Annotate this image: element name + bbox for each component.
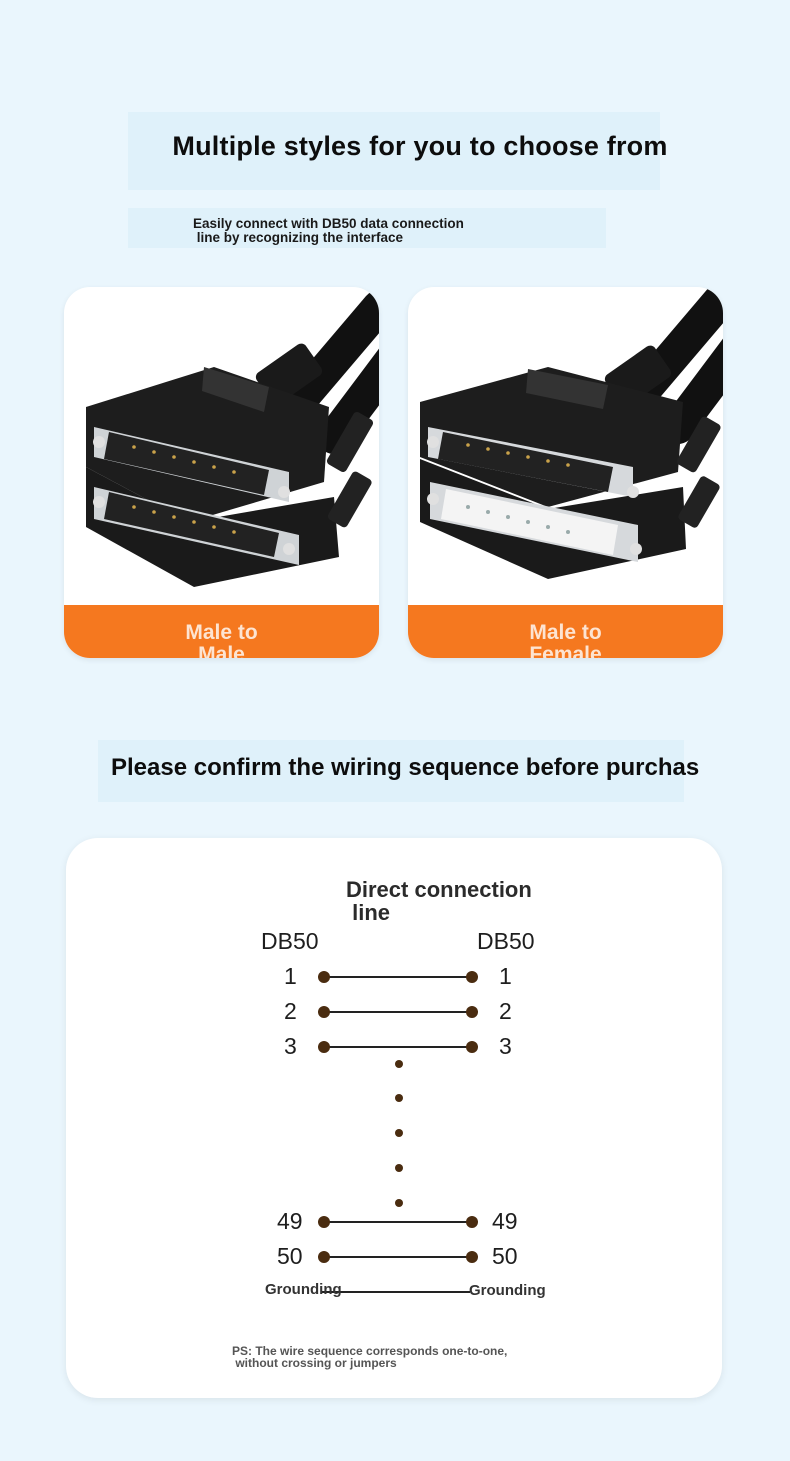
diagram-title: Direct connection line xyxy=(346,877,532,925)
card-label: Male to Male xyxy=(185,621,258,659)
page-subtitle: Easily connect with DB50 data connection… xyxy=(193,216,464,245)
left-pin-1: 1 xyxy=(284,963,297,989)
wiring-heading-band xyxy=(98,740,684,802)
wiring-note: PS: The wire sequence corresponds one-to… xyxy=(232,1344,508,1370)
wiring-heading: Please confirm the wiring sequence befor… xyxy=(111,754,700,781)
grounding-left-label: Grounding xyxy=(265,1281,342,1298)
right-pin-2: 2 xyxy=(499,998,512,1024)
page-title: Multiple styles for you to choose from xyxy=(172,131,668,161)
right-pin-49: 49 xyxy=(492,1208,518,1234)
subtitle-band xyxy=(128,208,606,248)
left-connector-label: DB50 xyxy=(261,928,319,954)
left-pin-49: 49 xyxy=(277,1208,303,1234)
right-pin-50: 50 xyxy=(492,1243,518,1269)
right-pin-1: 1 xyxy=(499,963,512,989)
left-pin-50: 50 xyxy=(277,1243,303,1269)
db50-male-to-male-image xyxy=(86,290,379,587)
right-connector-label: DB50 xyxy=(477,928,535,954)
product-card-male-to-female[interactable]: Male to Female xyxy=(408,287,723,658)
db50-male-to-female-image xyxy=(420,287,723,579)
wire-lines xyxy=(318,971,478,1293)
wiring-diagram: Direct connection line DB50 DB50 1 2 3 4… xyxy=(66,838,722,1398)
card-label-bar xyxy=(64,605,379,658)
right-pin-3: 3 xyxy=(499,1033,512,1059)
title-band xyxy=(128,112,660,190)
product-card-male-to-male[interactable]: Male to Male xyxy=(64,287,379,658)
card-label-bar xyxy=(408,605,723,658)
left-pin-3: 3 xyxy=(284,1033,297,1059)
left-pin-2: 2 xyxy=(284,998,297,1024)
grounding-right-label: Grounding xyxy=(469,1282,546,1299)
card-label: Male to Female xyxy=(529,621,602,659)
